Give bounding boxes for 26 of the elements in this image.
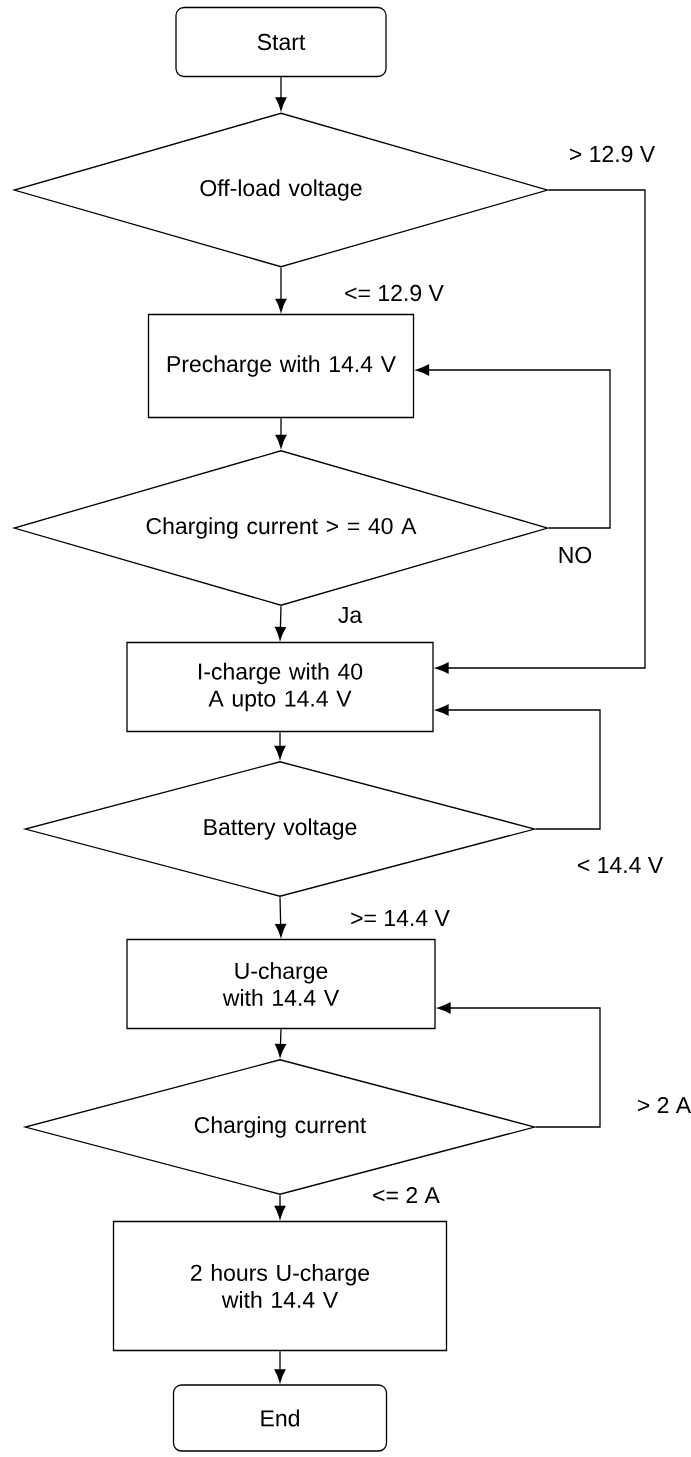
process-box: I-charge with 40 A upto 14.4 V bbox=[126, 641, 434, 733]
arrow bbox=[275, 896, 287, 937]
arrow bbox=[437, 1002, 601, 1128]
arrow bbox=[275, 417, 287, 448]
edge-label: <= 12.9 V bbox=[345, 284, 444, 302]
process-box: U-charge with 14.4 V bbox=[126, 938, 436, 1030]
arrow bbox=[275, 1028, 286, 1057]
arrow bbox=[274, 1194, 286, 1219]
terminal-box: End bbox=[172, 1384, 388, 1452]
edge-label: Ja bbox=[338, 607, 363, 624]
edge-label: > 12.9 V bbox=[570, 145, 656, 163]
terminal-box: Start bbox=[175, 6, 387, 78]
edge-label: > 2 A bbox=[637, 1097, 691, 1114]
arrow bbox=[416, 364, 611, 529]
edge-label: < 14.4 V bbox=[578, 857, 664, 873]
arrow bbox=[274, 605, 286, 640]
process-box: Precharge with 14.4 V bbox=[147, 313, 415, 419]
arrow bbox=[275, 267, 287, 312]
arrow bbox=[274, 1350, 286, 1383]
arrow bbox=[435, 704, 601, 830]
arrow bbox=[275, 76, 287, 111]
edge-label: >= 14.4 V bbox=[351, 910, 450, 926]
arrow bbox=[274, 731, 286, 759]
arrow bbox=[435, 189, 646, 674]
process-box: 2 hours U-charge with 14.4 V bbox=[112, 1220, 448, 1352]
edge-label: NO bbox=[559, 546, 592, 564]
